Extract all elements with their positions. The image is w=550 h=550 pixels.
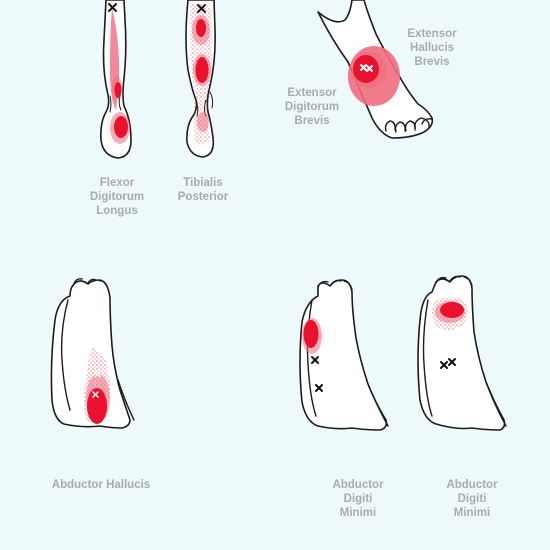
foot-abductor-hallucis: [50, 278, 135, 429]
trigger-point-x-mark: [311, 356, 323, 392]
trigger-point-x-mark: [92, 371, 101, 398]
label-flexor-digitorum-longus: Flexor Digitorum Longus: [89, 177, 145, 217]
label-tibialis-posterior: Tibialis Posterior: [177, 177, 229, 203]
leg-flexor-digitorum-longus: [100, 0, 132, 159]
label-extensor-digitorum-brevis: Extensor Digitorum Brevis: [284, 87, 340, 127]
trigger-point-x-mark: [360, 64, 373, 72]
trigger-point-x-mark: [108, 3, 117, 12]
label-abductor-digiti-minimi-a: Abductor Digiti Minimi: [332, 479, 384, 519]
trigger-point-x-mark: [197, 4, 206, 13]
foot-abductor-digiti-minimi-a: [299, 279, 389, 431]
label-extensor-hallucis-brevis: Extensor Hallucis Brevis: [407, 28, 457, 68]
label-abductor-digiti-minimi-b: Abductor Digiti Minimi: [446, 479, 498, 519]
foot-extensor-brevis: [317, 0, 434, 139]
foot-abductor-digiti-minimi-b: [417, 275, 507, 431]
trigger-point-x-mark: [440, 358, 456, 369]
leg-tibialis-posterior: [185, 0, 216, 158]
label-abductor-hallucis: Abductor Hallucis: [51, 479, 151, 491]
